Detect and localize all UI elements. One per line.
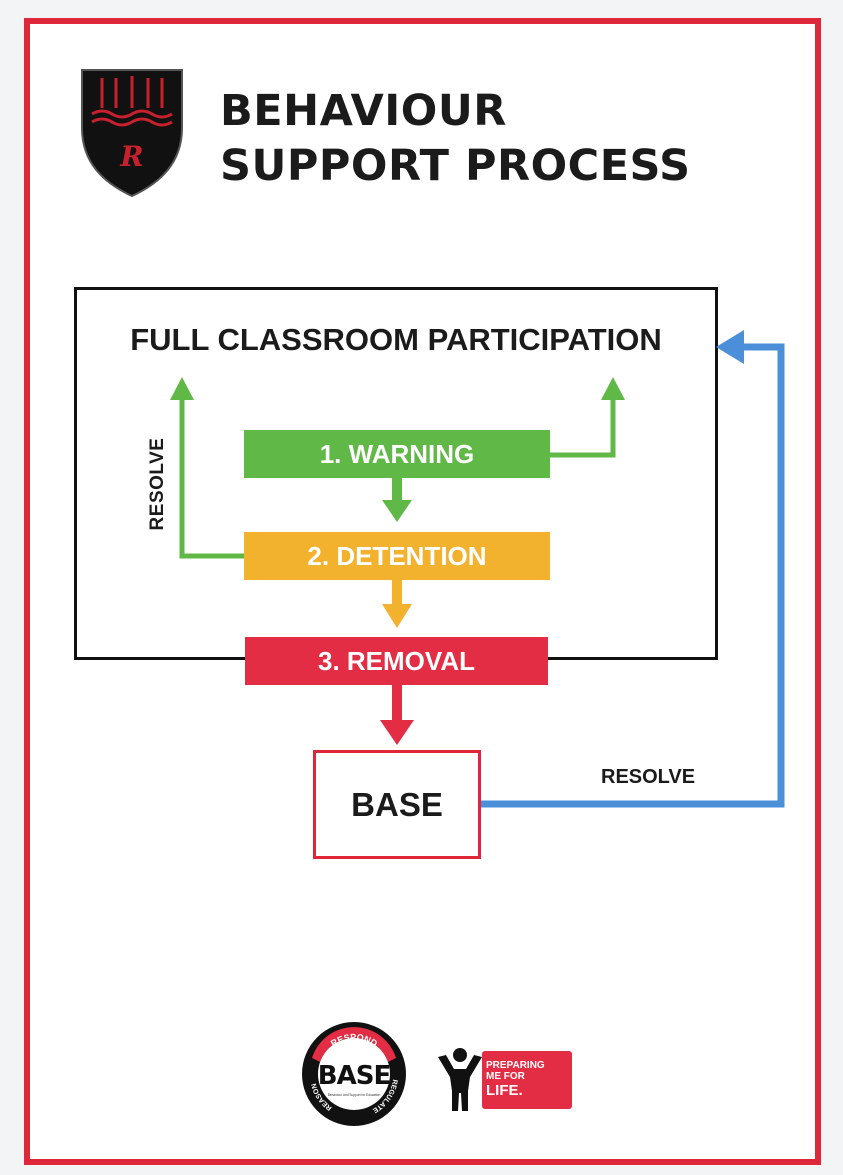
title-line-2: SUPPORT PROCESS [220, 141, 691, 191]
base-logo-word: BASE [318, 1061, 390, 1091]
step-removal: 3. REMOVAL [245, 637, 548, 685]
school-crest-logo: R [81, 69, 183, 198]
resolve-left-arrow [170, 377, 244, 559]
step-warning: 1. WARNING [244, 430, 550, 478]
removal-to-base-arrow [380, 685, 414, 745]
person-icon [438, 1048, 482, 1111]
crest-letter: R [119, 140, 143, 173]
base-box: BASE [313, 750, 481, 859]
page-title: BEHAVIOUR SUPPORT PROCESS [220, 84, 691, 194]
pmfl-line-3: LIFE. [486, 1082, 523, 1099]
base-logo: RESPOND REASON REGULATE BASE Behaviour A… [302, 1022, 406, 1126]
title-line-1: BEHAVIOUR [220, 86, 507, 136]
step-detention: 2. DETENTION [244, 532, 550, 580]
warning-to-detention-arrow [382, 478, 412, 522]
resolve-right-label: RESOLVE [601, 766, 696, 788]
warning-return-arrow [550, 377, 625, 458]
classroom-participation-label: FULL CLASSROOM PARTICIPATION [130, 322, 662, 357]
pmfl-line-1: PREPARING [486, 1060, 545, 1071]
pmfl-line-2: ME FOR [486, 1071, 525, 1082]
resolve-left-label: RESOLVE [147, 437, 168, 531]
preparing-me-for-life-logo [438, 1048, 572, 1111]
pmfl-text: PREPARING ME FOR LIFE. [486, 1060, 545, 1099]
base-resolve-arrow [481, 330, 785, 808]
base-logo-tagline: Behaviour And Support for Education [328, 1093, 381, 1097]
detention-to-removal-arrow [382, 580, 412, 628]
